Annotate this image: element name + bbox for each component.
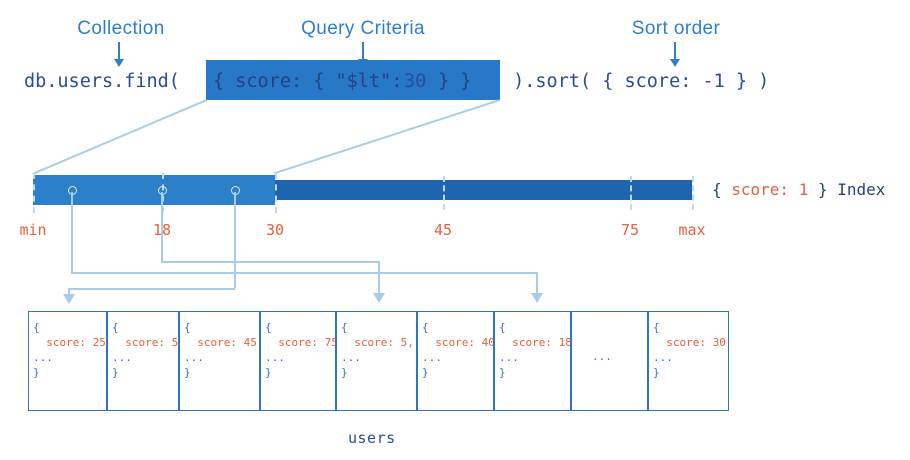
index-tick-75 xyxy=(630,176,632,210)
document-content: { score: 75,...} xyxy=(261,312,335,380)
index-tick-label-min: min xyxy=(19,221,47,239)
document-score-field: score: 25, xyxy=(33,336,107,349)
collection-name-label: users xyxy=(348,429,396,447)
index-tick-min xyxy=(33,173,35,213)
document-score-field: score: 5, xyxy=(341,336,414,349)
document-open-brace: { xyxy=(112,321,119,334)
document-score-field: score: 18, xyxy=(499,336,571,349)
annotation-label-query-criteria: Query Criteria xyxy=(301,18,425,39)
annotation-label-collection: Collection xyxy=(77,18,165,39)
connector-3-arrowhead xyxy=(63,294,75,304)
document-ellipsis: ... xyxy=(265,351,285,364)
index-tick-label-75: 75 xyxy=(620,221,640,239)
index-tick-max xyxy=(692,176,694,210)
document-ellipsis: ... xyxy=(33,351,53,364)
document-box[interactable]: { score: 75,...} xyxy=(260,311,336,411)
annotation-arrow-query-criteria xyxy=(358,42,368,67)
document-ellipsis: ... xyxy=(499,351,519,364)
index-caption-key: score: 1 xyxy=(731,180,809,199)
document-content: { score: 25,...} xyxy=(29,312,106,380)
index-tick-label-max: max xyxy=(678,221,706,239)
document-open-brace: { xyxy=(33,321,40,334)
connector-1-segment-down xyxy=(71,192,73,272)
document-box[interactable]: { score: 30,...} xyxy=(648,311,729,411)
index-caption: { score: 1 } Index xyxy=(712,180,885,199)
document-box[interactable]: { score: 18,...} xyxy=(494,311,571,411)
connector-2-segment-drop xyxy=(378,261,380,294)
document-open-brace: { xyxy=(422,321,429,334)
document-close-brace: } xyxy=(184,366,191,379)
index-tick-label-45: 45 xyxy=(433,221,453,239)
document-ellipsis: ... xyxy=(184,351,204,364)
connector-1-arrowhead xyxy=(531,293,543,303)
query-criteria-open: { score: { "$lt": xyxy=(213,71,414,92)
index-tick-45 xyxy=(443,176,445,210)
document-content: { score: 5,...} xyxy=(337,312,416,380)
document-content: { score: 40,...} xyxy=(418,312,493,380)
index-caption-close: } Index xyxy=(808,180,886,199)
document-close-brace: } xyxy=(341,366,348,379)
document-ellipsis: ... xyxy=(422,351,442,364)
document-open-brace: { xyxy=(341,321,348,334)
document-close-brace: } xyxy=(265,366,272,379)
document-open-brace: { xyxy=(265,321,272,334)
leader-line-right xyxy=(274,99,500,175)
index-tick-label-30: 30 xyxy=(265,221,285,239)
document-close-brace: } xyxy=(422,366,429,379)
document-open-brace: { xyxy=(653,321,660,334)
connector-1-segment-across xyxy=(71,272,538,274)
document-box[interactable]: { score: 45,...} xyxy=(179,311,260,411)
document-open-brace: { xyxy=(499,321,506,334)
document-score-field: score: 45, xyxy=(184,336,260,349)
connector-3-segment-down xyxy=(234,192,236,288)
connector-3-segment-across xyxy=(68,288,235,290)
document-close-brace: } xyxy=(499,366,506,379)
index-caption-open: { xyxy=(712,180,732,199)
document-ellipsis: ... xyxy=(112,351,132,364)
query-criteria-close: } } xyxy=(427,71,472,92)
document-score-field: score: 30, xyxy=(653,336,729,349)
connector-2-segment-across xyxy=(161,261,379,263)
annotation-label-sort-order: Sort order xyxy=(631,18,721,39)
document-box[interactable]: { score: 56,...} xyxy=(107,311,179,411)
query-prefix: db.users.find( xyxy=(24,71,192,92)
index-tick-30 xyxy=(275,173,277,213)
leader-line-left xyxy=(32,99,207,175)
document-score-field: score: 40, xyxy=(422,336,494,349)
query-suffix: ).sort( { score: -1 } ) xyxy=(502,71,770,92)
document-close-brace: } xyxy=(653,366,660,379)
document-box[interactable]: { score: 40,...} xyxy=(417,311,494,411)
document-close-brace: } xyxy=(112,366,119,379)
document-content: { score: 18,...} xyxy=(495,312,570,380)
connector-1-segment-drop xyxy=(536,272,538,294)
document-ellipsis: ... xyxy=(653,351,673,364)
annotation-arrow-sort-order xyxy=(670,42,680,67)
document-box[interactable]: { score: 25,...} xyxy=(28,311,107,411)
connector-2-arrowhead xyxy=(373,293,385,303)
document-open-brace: { xyxy=(184,321,191,334)
annotation-arrow-collection xyxy=(114,42,124,67)
connector-3-segment-drop xyxy=(68,288,70,295)
document-content: { score: 45,...} xyxy=(180,312,259,380)
document-placeholder-ellipsis: ... xyxy=(592,350,612,363)
document-close-brace: } xyxy=(33,366,40,379)
document-box[interactable]: { score: 5,...} xyxy=(336,311,417,411)
document-box-placeholder[interactable]: ... xyxy=(571,311,648,411)
document-ellipsis: ... xyxy=(341,351,361,364)
query-criteria-highlight xyxy=(206,60,500,100)
document-content: { score: 56,...} xyxy=(108,312,178,380)
index-bar-remaining-range xyxy=(275,180,692,200)
connector-2-segment-down xyxy=(161,192,163,261)
document-score-field: score: 75, xyxy=(278,336,335,349)
document-content: { score: 30,...} xyxy=(649,312,728,380)
document-score-field: score: 56, xyxy=(125,336,179,349)
query-criteria-value: 30 xyxy=(404,71,427,92)
